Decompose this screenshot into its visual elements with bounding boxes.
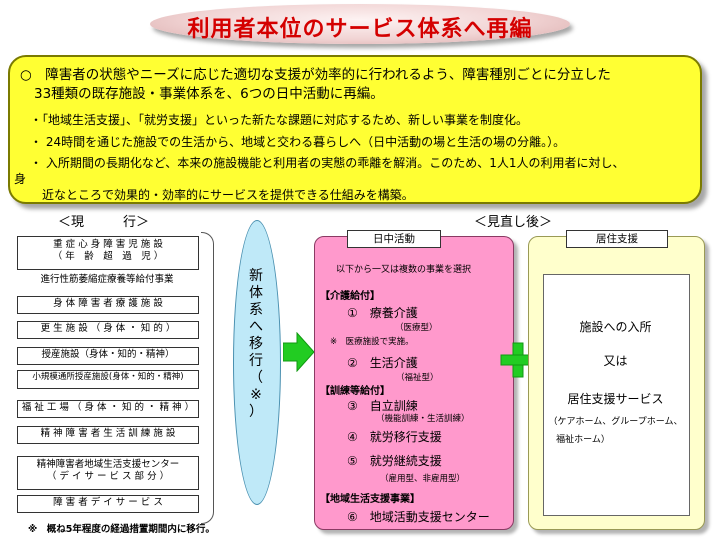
service-care-1-note: （医療型） [395, 323, 438, 333]
residence-inner-box [543, 274, 690, 516]
summary-box: ○ 障害者の状態やニーズに応じた適切な支援が効率的に行われるよう、障害種別ごとに… [8, 55, 702, 204]
residence-line-4: （ケアホーム、グループホーム、 [548, 417, 683, 427]
transition-char-4: へ [249, 319, 263, 335]
current-item-5-line1: 授産施設（身体・知的・精神） [41, 349, 175, 360]
service-care-1-note2: ※ 医療施設で実施。 [330, 337, 414, 347]
current-item-6-line1: 小規模通所授産施設(身体・知的・精神) [32, 372, 184, 382]
transition-label: 新 体 系 へ 移 行 （ ※ ） [233, 268, 279, 421]
residence-line-5: 福祉ホーム） [556, 435, 610, 445]
current-bracket [201, 232, 214, 524]
residence-line-1: 施設への入所 [579, 320, 652, 334]
community-heading: 【地域生活支援事業】 [320, 494, 420, 505]
current-item-9: 精神障害者地域生活支援センター （ デ イ サ ー ビ ス 部 分 ） [17, 456, 199, 490]
current-item-7-line1: 福 祉 工 場 （ 身 体 ・ 知 的 ・ 精 神 ） [21, 402, 195, 413]
current-item-3-line1: 身 体 障 害 者 療 護 施 設 [53, 298, 163, 309]
transition-char-7: （ [249, 370, 263, 386]
current-item-1-line1: 重 症 心 身 障 害 児 施 設 [53, 239, 163, 250]
day-activity-panel [314, 236, 514, 530]
summary-bullet-3: ・ 入所期間の長期化など、本来の施設機能と利用者の実態の乖離を解消。このため、1… [30, 156, 625, 170]
review-heading: ＜見直し後＞ [474, 215, 553, 230]
transition-char-2: 体 [249, 285, 263, 301]
service-training-3: ③ 自立訓練 [347, 399, 418, 413]
summary-main-line1: ○ 障害者の状態やニーズに応じた適切な支援が効率的に行われるよう、障害種別ごとに… [20, 67, 611, 83]
title-ellipse [150, 4, 570, 44]
current-item-1: 重 症 心 身 障 害 児 施 設 （ 年 齢 超 過 児 ） [17, 236, 199, 270]
current-item-8-line1: 精 神 障 害 者 生 活 訓 練 施 設 [40, 428, 176, 439]
current-item-9-line1: 精神障害者地域生活支援センター [36, 459, 180, 470]
service-community-6: ⑥ 地域活動支援センター [347, 510, 490, 524]
service-training-3-note: （機能訓練・生活訓練） [376, 414, 470, 424]
current-item-4: 更 生 施 設 （ 身 体 ・ 知 的 ） [17, 321, 199, 339]
current-item-9-line2: （ デ イ サ ー ビ ス 部 分 ） [46, 470, 170, 482]
transition-char-5: 移 [249, 336, 263, 352]
residence-line-3: 居住支援サービス [567, 392, 664, 406]
page-title: 利用者本位のサービス体系へ再編 [187, 17, 533, 42]
current-item-5: 授産施設（身体・知的・精神） [17, 347, 199, 365]
current-item-8: 精 神 障 害 者 生 活 訓 練 施 設 [17, 426, 199, 444]
current-item-6: 小規模通所授産施設(身体・知的・精神) [17, 370, 199, 389]
current-item-2-line1: 進行性筋萎縮症療養等給付事業 [40, 274, 174, 285]
service-care-2-note: （福祉型） [396, 373, 439, 383]
summary-main-line2: 33種類の既存施設・事業体系を、6つの日中活動に再編。 [34, 86, 384, 102]
residence-line-2: 又は [603, 354, 628, 368]
service-training-5-note: （雇用型、非雇用型） [380, 474, 466, 484]
training-benefit-heading: 【訓練等給付】 [320, 386, 390, 397]
summary-bullet-3-wrap: 身 [14, 172, 27, 186]
residence-tab: 居住支援 [566, 230, 668, 248]
current-item-3: 身 体 障 害 者 療 護 施 設 [17, 296, 199, 314]
transition-char-3: 系 [249, 302, 263, 318]
summary-bullet-2: ・ 24時間を通じた施設での生活から、地域と交わる暮らしへ（日中活動の場と生活の… [30, 135, 566, 149]
service-training-4: ④ 就労移行支援 [347, 430, 442, 444]
care-benefit-heading: 【介護給付】 [320, 291, 380, 302]
current-item-10-line1: 障 害 者 デ イ サ ー ビ ス [53, 497, 163, 508]
transition-ellipse [233, 220, 281, 505]
service-care-1: ① 療養介護 [347, 306, 418, 320]
service-care-2: ② 生活介護 [347, 356, 418, 370]
summary-bullet-3-cont: 近なところで効果的・効率的にサービスを提供できる仕組みを構築。 [42, 188, 414, 202]
footnote: ※ 概ね5年程度の経過措置期間内に移行。 [28, 524, 215, 535]
service-training-5: ⑤ 就労継続支援 [347, 454, 442, 468]
current-item-4-line1: 更 生 施 設 （ 身 体 ・ 知 的 ） [40, 323, 176, 334]
current-item-2: 進行性筋萎縮症療養等給付事業 [17, 274, 197, 290]
current-item-10: 障 害 者 デ イ サ ー ビ ス [17, 495, 199, 513]
transition-char-9: ） [249, 404, 263, 420]
current-heading: ＜現 行＞ [58, 215, 150, 230]
transition-char-1: 新 [249, 268, 263, 284]
transition-char-6: 行 [249, 353, 263, 369]
day-activity-intro: 以下から一又は複数の事業を選択 [336, 265, 472, 275]
day-activity-tab: 日中活動 [347, 230, 441, 248]
current-item-7: 福 祉 工 場 （ 身 体 ・ 知 的 ・ 精 神 ） [17, 400, 199, 418]
summary-bullet-1: ・「地域生活支援」、「就労支援」といった新たな課題に対応するため、新しい事業を制… [30, 113, 529, 127]
title-banner: 利用者本位のサービス体系へ再編 [150, 4, 570, 46]
plus-icon [500, 342, 536, 378]
arrow-right-icon [283, 332, 315, 372]
current-item-1-line2: （ 年 齢 超 過 児 ） [52, 250, 164, 262]
transition-char-8: ※ [250, 387, 262, 403]
